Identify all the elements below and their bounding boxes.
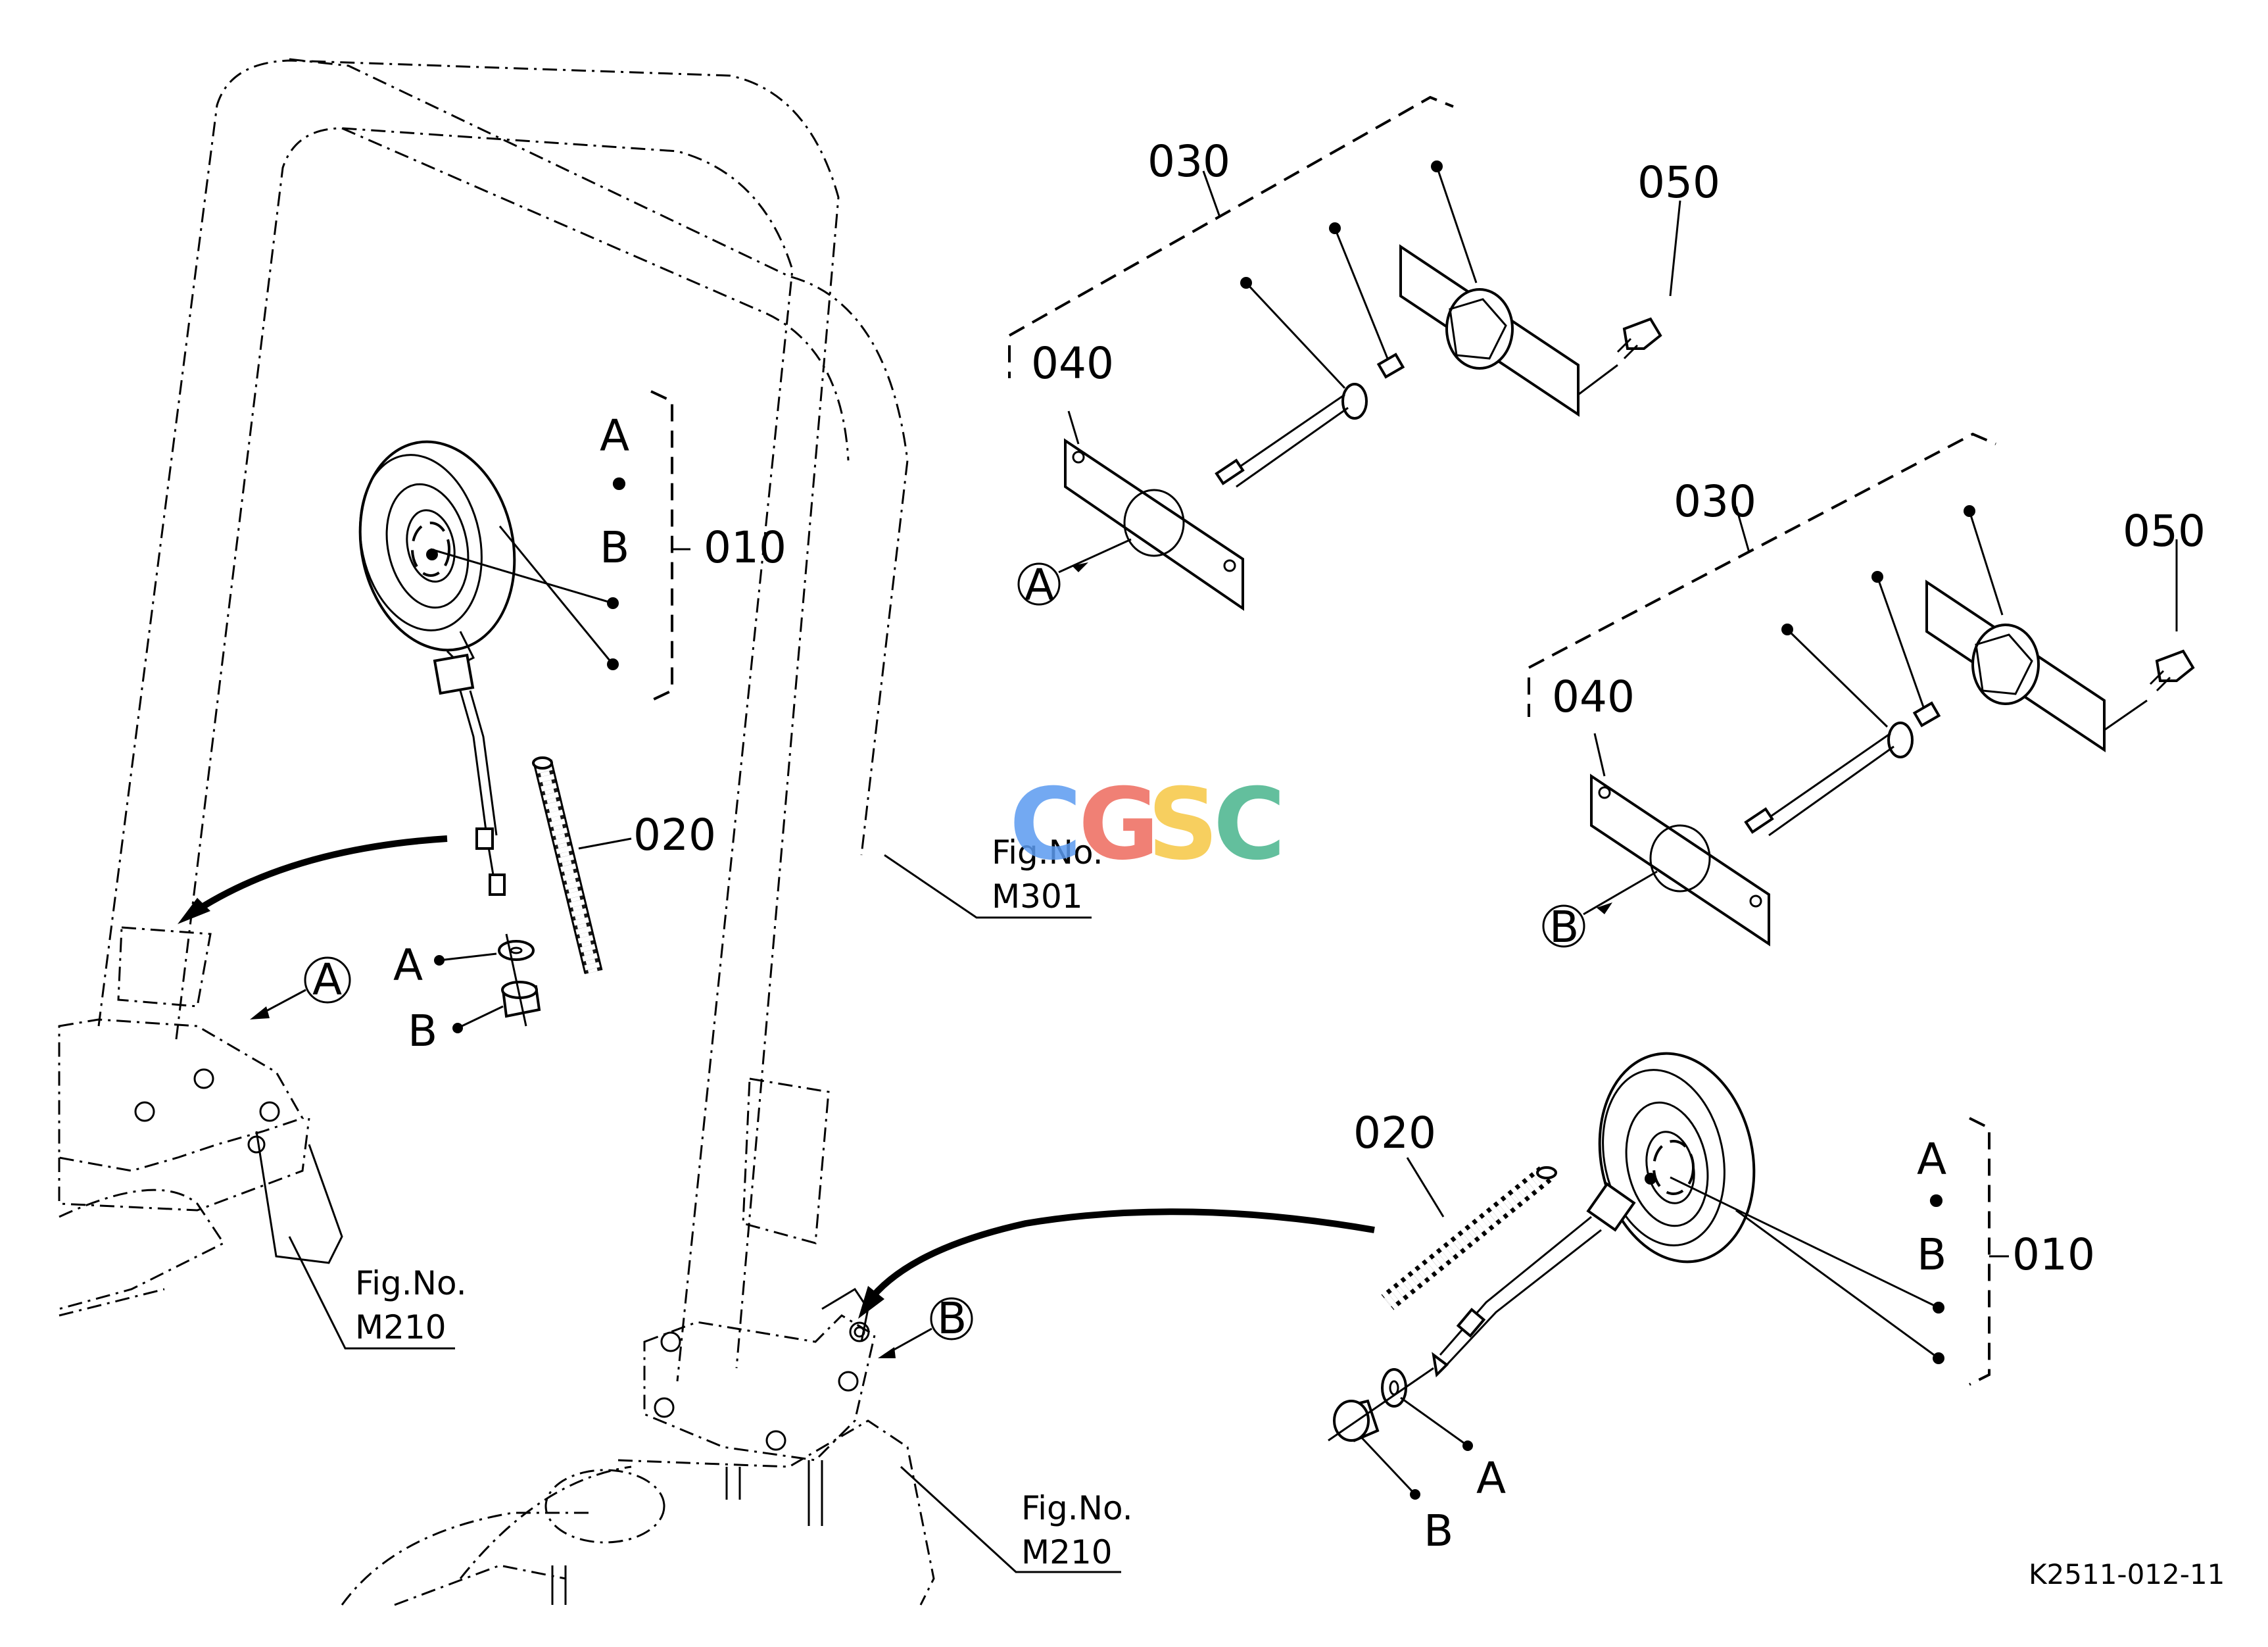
switch-assembly-a [1008, 95, 1681, 611]
part-050-lower: 050 [2123, 506, 2206, 556]
right-washer-label-a: A [1476, 1453, 1506, 1504]
watermark-letter-c2: C [1213, 768, 1286, 882]
part-010-left: 010 [704, 522, 786, 573]
part-040-lower: 040 [1552, 672, 1635, 722]
watermark-letter-s: S [1147, 768, 1218, 882]
left-label-dot: • [606, 460, 632, 510]
marker-a-text: A [312, 954, 342, 1005]
fig-m210-bottom-prefix: Fig.No. [1021, 1489, 1133, 1527]
part-020-left: 020 [633, 810, 716, 860]
bottom-base-bracket [341, 1287, 935, 1606]
right-bracket-ab [1670, 1117, 2009, 1386]
left-work-lamp [358, 440, 516, 896]
watermark-letter-c1: C [1009, 768, 1082, 882]
switch-assembly-b [1528, 432, 2195, 948]
base-marker-b [849, 1297, 973, 1358]
part-010-right: 010 [2012, 1229, 2095, 1280]
fig-m210-left-leader [288, 1236, 455, 1350]
watermark-letter-g: G [1078, 768, 1159, 882]
part-030-upper: 030 [1147, 136, 1230, 187]
fig-m301-code: M301 [992, 877, 1083, 916]
fig-m210-bottom-leader [900, 1465, 1121, 1573]
left-conduit-spring [532, 756, 603, 975]
base-marker-a [250, 956, 351, 1020]
right-label-dot: • [1923, 1177, 1949, 1227]
left-washer-nut [498, 933, 541, 1027]
part-030-lower: 030 [1674, 476, 1756, 527]
rollbar-frame [97, 58, 909, 1382]
part-020-right: 020 [1353, 1108, 1436, 1158]
right-routing-arrow [858, 1208, 1375, 1319]
fig-m210-left-code: M210 [355, 1308, 446, 1346]
right-work-lamp [1432, 1052, 1756, 1378]
right-washer-nut [1328, 1367, 1434, 1442]
marker-b-text: B [937, 1293, 967, 1344]
left-nut-label-b: B [408, 1006, 437, 1056]
fig-m301-prefix: Fig.No. [992, 833, 1103, 872]
left-routing-arrow [178, 835, 448, 924]
left-bracket-ab [430, 390, 690, 702]
part-020-right-leader [1406, 1157, 1445, 1217]
part-040-upper: 040 [1031, 338, 1114, 389]
part-050-upper: 050 [1637, 157, 1720, 208]
fig-m210-left-prefix: Fig.No. [355, 1264, 467, 1302]
right-conduit-spring [1381, 1166, 1557, 1310]
left-label-b: B [600, 522, 629, 573]
part-020-left-leader [578, 837, 632, 850]
switch-b-marker: B [1549, 902, 1579, 952]
right-label-a: A [1917, 1134, 1946, 1185]
fig-m210-bottom-code: M210 [1021, 1533, 1113, 1571]
switch-a-marker: A [1025, 560, 1054, 610]
left-label-a: A [600, 410, 629, 461]
figure-code: K2511-012-11 [2029, 1558, 2225, 1590]
right-label-b: B [1917, 1229, 1946, 1280]
right-nut-label-b: B [1424, 1506, 1453, 1556]
left-washer-label-a: A [393, 940, 423, 991]
cgsc-watermark: C G S C [1009, 768, 1286, 882]
left-base-bracket [58, 1018, 343, 1317]
fig-m301-leader [884, 854, 1092, 919]
